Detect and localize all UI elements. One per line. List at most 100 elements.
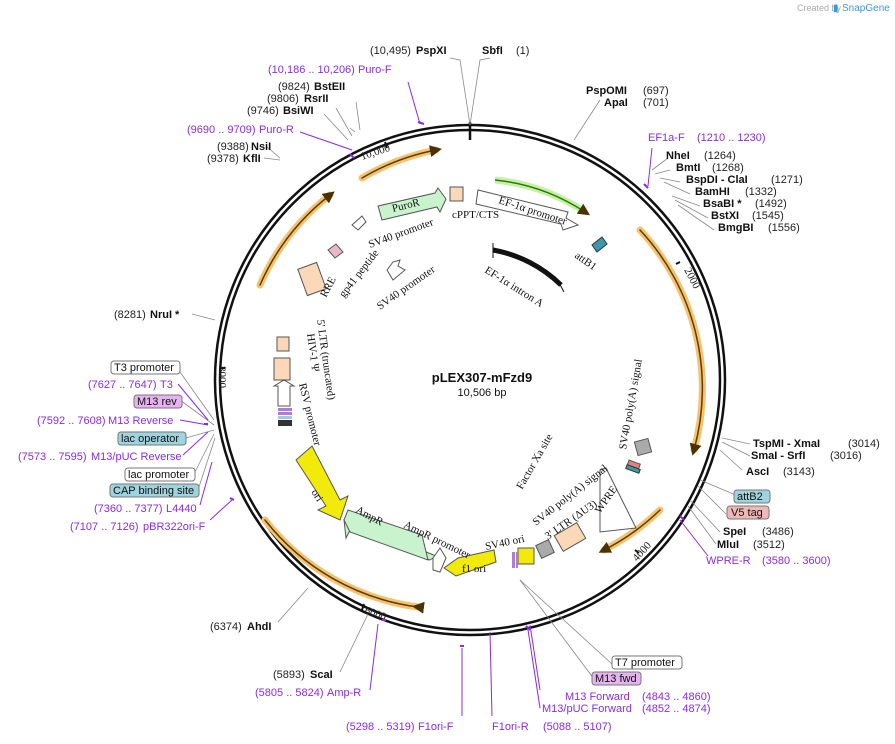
snapgene-logo-icon: ▮: [833, 3, 839, 14]
label-ori: ori: [308, 487, 325, 504]
label-cppt: cPPT/CTS: [452, 209, 499, 221]
feature-shapes: [272, 186, 653, 577]
enzyme-pos-nrui: (8281): [114, 309, 146, 321]
primer-wpre-r[interactable]: WPRE-R: [706, 555, 751, 567]
box-v5-tag[interactable]: V5 tag: [731, 507, 763, 519]
primer-leaders: [177, 81, 709, 717]
primer-f1ori-f[interactable]: F1ori-F: [418, 721, 454, 733]
enzyme-pos-mlui: (3512): [753, 539, 785, 551]
enzyme-pos-bamhi: (1332): [745, 186, 777, 198]
enzyme-nhei[interactable]: NheI: [666, 150, 690, 162]
primer-marks: [204, 121, 685, 647]
primer-t3[interactable]: T3: [160, 379, 173, 391]
enzyme-pos-rsrii: (9806): [267, 93, 299, 105]
enzyme-spei[interactable]: SpeI: [723, 526, 746, 538]
primer-range-t3: (7627 .. 7647): [88, 379, 157, 391]
primer-m13-forward[interactable]: M13 Forward: [565, 691, 630, 703]
primer-m13-puc-reverse[interactable]: M13/pUC Reverse: [91, 451, 181, 463]
enzyme-pos-asci: (3143): [783, 466, 815, 478]
box-cap-binding-site[interactable]: CAP binding site: [113, 485, 194, 497]
primer-range-l4440: (7360 .. 7377): [94, 503, 163, 515]
primer-pbr322ori-f[interactable]: pBR322ori-F: [143, 521, 206, 533]
enzyme-sbfi[interactable]: SbfI: [482, 45, 503, 57]
enzyme-ahdi[interactable]: AhdI: [247, 621, 271, 633]
primer-range-f1ori-r: (5088 .. 5107): [543, 721, 612, 733]
primer-l4440[interactable]: L4440: [166, 503, 197, 515]
enzyme-apai[interactable]: ApaI: [604, 97, 628, 109]
ruler-10000: 10,000: [359, 142, 392, 163]
enzyme-scai[interactable]: ScaI: [310, 669, 333, 681]
box-lac-operator[interactable]: lac operator: [121, 433, 179, 445]
enzyme-nsii[interactable]: NsiI: [251, 141, 271, 153]
primer-range-m13-puc-forward: (4852 .. 4874): [642, 703, 711, 715]
enzyme-pos-tspmi-xmai: (3014): [848, 438, 880, 450]
primer-range-m13-puc-reverse: (7573 .. 7595): [18, 451, 87, 463]
enzyme-asci[interactable]: AscI: [746, 466, 769, 478]
label-sv40-promoter-a: SV40 promoter: [367, 216, 435, 251]
enzyme-smai-srfi[interactable]: SmaI - SrfI: [751, 450, 805, 462]
plasmid-length: 10,506 bp: [458, 387, 507, 399]
primer-puro-f[interactable]: Puro-F: [358, 64, 392, 76]
box-t3-promoter[interactable]: T3 promoter: [114, 362, 174, 374]
enzyme-mlui[interactable]: MluI: [717, 539, 739, 551]
enzyme-bspdi-clai[interactable]: BspDI - ClaI: [686, 174, 748, 186]
enzyme-pspxi[interactable]: PspXI: [416, 45, 447, 57]
primer-range-ef1a-f: (1210 .. 1230): [697, 132, 766, 144]
primer-m13-reverse[interactable]: M13 Reverse: [108, 415, 173, 427]
primer-amp-r[interactable]: Amp-R: [327, 687, 361, 699]
box-attb2[interactable]: attB2: [737, 491, 763, 503]
primer-f1ori-r[interactable]: F1ori-R: [492, 721, 529, 733]
primer-ef1a-f[interactable]: EF1a-F: [648, 132, 685, 144]
enzyme-pos-nsii: (9388): [217, 141, 249, 153]
enzyme-bmti[interactable]: BmtI: [676, 162, 700, 174]
enzyme-pos-apai: (701): [643, 97, 669, 109]
primer-range-puro-r: (9690 .. 9709): [187, 124, 256, 136]
primer-range-amp-r: (5805 .. 5824): [255, 687, 324, 699]
enzyme-pos-ahdi: (6374): [210, 621, 242, 633]
leader-lines: [179, 57, 751, 680]
enzyme-pos-pspxi: (10,495): [370, 45, 411, 57]
enzyme-pos-spei: (3486): [762, 526, 794, 538]
enzyme-pos-kfli: (9378): [207, 153, 239, 165]
primer-range-m13-reverse: (7592 .. 7608): [37, 415, 106, 427]
primer-range-m13-forward: (4843 .. 4860): [642, 691, 711, 703]
box-m13-rev[interactable]: M13 rev: [137, 396, 177, 408]
enzyme-pspomi[interactable]: PspOMI: [586, 85, 627, 97]
ruler-ticks: [219, 141, 681, 611]
box-t7-promoter[interactable]: T7 promoter: [615, 657, 675, 669]
enzyme-pos-smai-srfi: (3016): [830, 450, 862, 462]
label-rsv-promoter: RSV promoter: [296, 382, 323, 448]
enzyme-tspmi-xmai[interactable]: TspMI - XmaI: [753, 438, 820, 450]
label-factor-xa: Factor Xa site: [514, 432, 555, 492]
enzyme-rsrii[interactable]: RsrII: [304, 93, 328, 105]
orf-arcs: [256, 145, 706, 614]
enzyme-pos-bsabi: (1492): [755, 198, 787, 210]
box-lac-promoter[interactable]: lac promoter: [128, 469, 189, 481]
enzyme-pos-scai: (5893): [273, 669, 305, 681]
box-m13-fwd[interactable]: M13 fwd: [595, 673, 637, 685]
enzyme-bsabi[interactable]: BsaBI *: [703, 198, 742, 210]
primer-m13-puc-forward[interactable]: M13/pUC Forward: [542, 703, 632, 715]
enzyme-pos-bmgbi: (1556): [768, 222, 800, 234]
enzyme-pos-pspomi: (697): [643, 85, 669, 97]
enzyme-nrui[interactable]: NruI *: [150, 309, 180, 321]
enzyme-bamhi[interactable]: BamHI: [695, 186, 730, 198]
enzyme-bsteii[interactable]: BstEII: [314, 81, 345, 93]
enzyme-pos-bsiwi: (9746): [247, 105, 279, 117]
enzyme-bmgbi[interactable]: BmgBI: [718, 222, 753, 234]
enzyme-bstxi[interactable]: BstXI: [711, 210, 739, 222]
snapgene-brand: SnapGene: [842, 3, 890, 14]
enzyme-pos-sbfi: (1): [516, 45, 529, 57]
primer-range-puro-f: (10,186 .. 10,206): [268, 64, 355, 76]
enzyme-kfli[interactable]: KflI: [243, 153, 261, 165]
primer-puro-r[interactable]: Puro-R: [259, 124, 294, 136]
enzyme-pos-bmti: (1268): [712, 162, 744, 174]
label-gp41: gp41 peptide: [337, 247, 382, 299]
label-hiv-psi: HIV-1 Ψ: [304, 333, 321, 374]
created-by-text: Created by: [797, 3, 842, 13]
enzyme-bsiwi[interactable]: BsiWI: [283, 105, 314, 117]
enzyme-pos-bspdi-clai: (1271): [771, 174, 803, 186]
green-orf-arrow: [494, 179, 591, 216]
